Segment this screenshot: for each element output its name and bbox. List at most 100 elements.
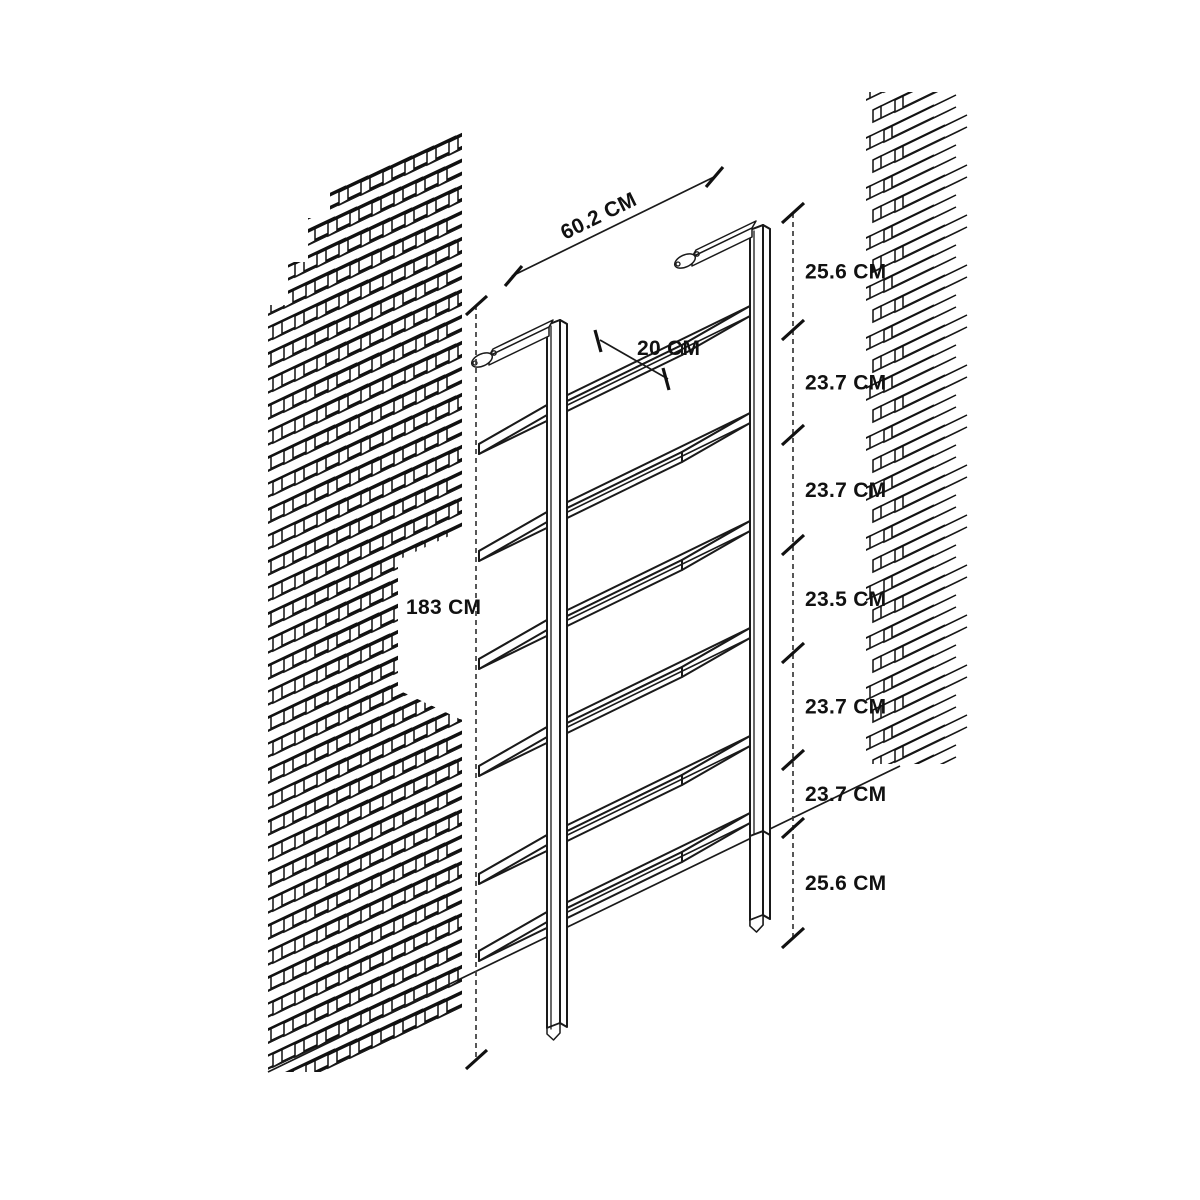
- brick: [894, 164, 968, 214]
- brick: [448, 147, 462, 209]
- brick: [894, 264, 968, 314]
- brick: [883, 394, 957, 444]
- shelf-right-edge: [681, 627, 751, 678]
- brick: [894, 614, 968, 664]
- brick: [883, 194, 957, 244]
- brick: [437, 178, 462, 240]
- shelf-right-edge: [681, 412, 751, 463]
- brick: [448, 771, 462, 833]
- brick: [437, 750, 462, 812]
- shelf-back-underline: [546, 422, 751, 523]
- shelf-back-underline: [546, 315, 751, 416]
- dimension-tick: [780, 318, 806, 342]
- brick: [448, 823, 462, 885]
- dimension-spacing-label-6: 23.7 CM: [805, 783, 886, 806]
- brick: [437, 386, 462, 448]
- brick: [883, 444, 957, 494]
- brick: [883, 94, 957, 144]
- right-brick-wall: [866, 92, 968, 764]
- brick: [894, 364, 968, 414]
- brick: [883, 594, 957, 644]
- ladder-shelf-unit: [470, 220, 771, 1041]
- brick: [437, 282, 462, 344]
- post-side-face: [762, 224, 771, 920]
- brick: [448, 199, 462, 261]
- left-brick-wall: [268, 95, 462, 1072]
- shelf-back-underline: [546, 530, 751, 631]
- brick: [872, 92, 937, 124]
- brick: [437, 334, 462, 396]
- brick: [393, 614, 462, 676]
- shelf-right-edge: [681, 735, 751, 786]
- shelf-left-edge: [478, 619, 548, 670]
- shelf-left-edge: [478, 511, 548, 562]
- brick: [448, 615, 462, 677]
- brick: [437, 958, 462, 1020]
- brick: [437, 802, 462, 864]
- bracket-screw-hole: [472, 360, 478, 366]
- brick: [437, 438, 462, 500]
- dimension-spacing-label-3: 23.7 CM: [805, 479, 886, 502]
- brick: [894, 114, 968, 164]
- shelf-left-edge: [478, 726, 548, 777]
- brick: [437, 854, 462, 916]
- shelf-post-back: [749, 224, 771, 933]
- brick: [437, 230, 462, 292]
- brick: [894, 564, 968, 614]
- brick: [915, 744, 957, 764]
- brick: [448, 355, 462, 417]
- dimension-overall-height: 183 CM: [406, 294, 489, 1071]
- dimension-spacing-label-4: 23.5 CM: [805, 588, 886, 611]
- dimension-depth-label: 20 CM: [637, 337, 700, 360]
- dimension-height-label: 183 CM: [406, 596, 481, 619]
- floor-line: [267, 765, 901, 1073]
- dimension-spacing-label-7: 25.6 CM: [805, 872, 886, 895]
- wall-bracket-front: [470, 319, 554, 368]
- brick: [894, 92, 939, 114]
- wall-bracket-back: [673, 220, 757, 269]
- dimension-spacing-label-2: 23.7 CM: [805, 372, 886, 395]
- bracket-arm-front: [488, 326, 550, 366]
- brick: [448, 251, 462, 313]
- dimension-tick: [780, 201, 806, 225]
- dimension-shelf-depth: 20 CM: [593, 329, 700, 391]
- post-front-face: [749, 224, 764, 921]
- post-side-face: [559, 319, 568, 1028]
- bracket-screw-hole: [491, 350, 497, 356]
- brick: [448, 875, 462, 937]
- brick: [894, 214, 968, 264]
- brick: [894, 714, 968, 764]
- brick: [883, 294, 957, 344]
- brick: [883, 344, 957, 394]
- brick: [883, 92, 886, 94]
- post-front-face: [749, 830, 764, 921]
- shelf-back-underline: [546, 822, 751, 923]
- brick: [426, 521, 462, 583]
- dimension-tick: [780, 533, 806, 557]
- post-foot: [749, 914, 764, 933]
- brick: [883, 144, 957, 194]
- dimension-spacing-label-5: 23.7 CM: [805, 696, 886, 719]
- brick: [448, 459, 462, 521]
- brick: [894, 414, 968, 464]
- brick: [437, 126, 462, 188]
- brick: [404, 531, 462, 593]
- shelf-left-edge: [478, 404, 548, 455]
- shelf-right-edge: [681, 305, 751, 356]
- dimension-tick: [780, 423, 806, 447]
- dimension-tick: [780, 641, 806, 665]
- post-front-face: [546, 319, 561, 1029]
- brick: [448, 667, 462, 729]
- dimension-tick: [780, 926, 806, 950]
- shelf-left-edge: [478, 834, 548, 885]
- brick: [883, 544, 957, 594]
- shelf-post-back-lower: [749, 830, 771, 933]
- brick: [448, 407, 462, 469]
- shelf-back-underline: [546, 745, 751, 846]
- brick: [883, 244, 957, 294]
- brick: [437, 698, 462, 760]
- brick: [894, 514, 968, 564]
- brick: [894, 314, 968, 364]
